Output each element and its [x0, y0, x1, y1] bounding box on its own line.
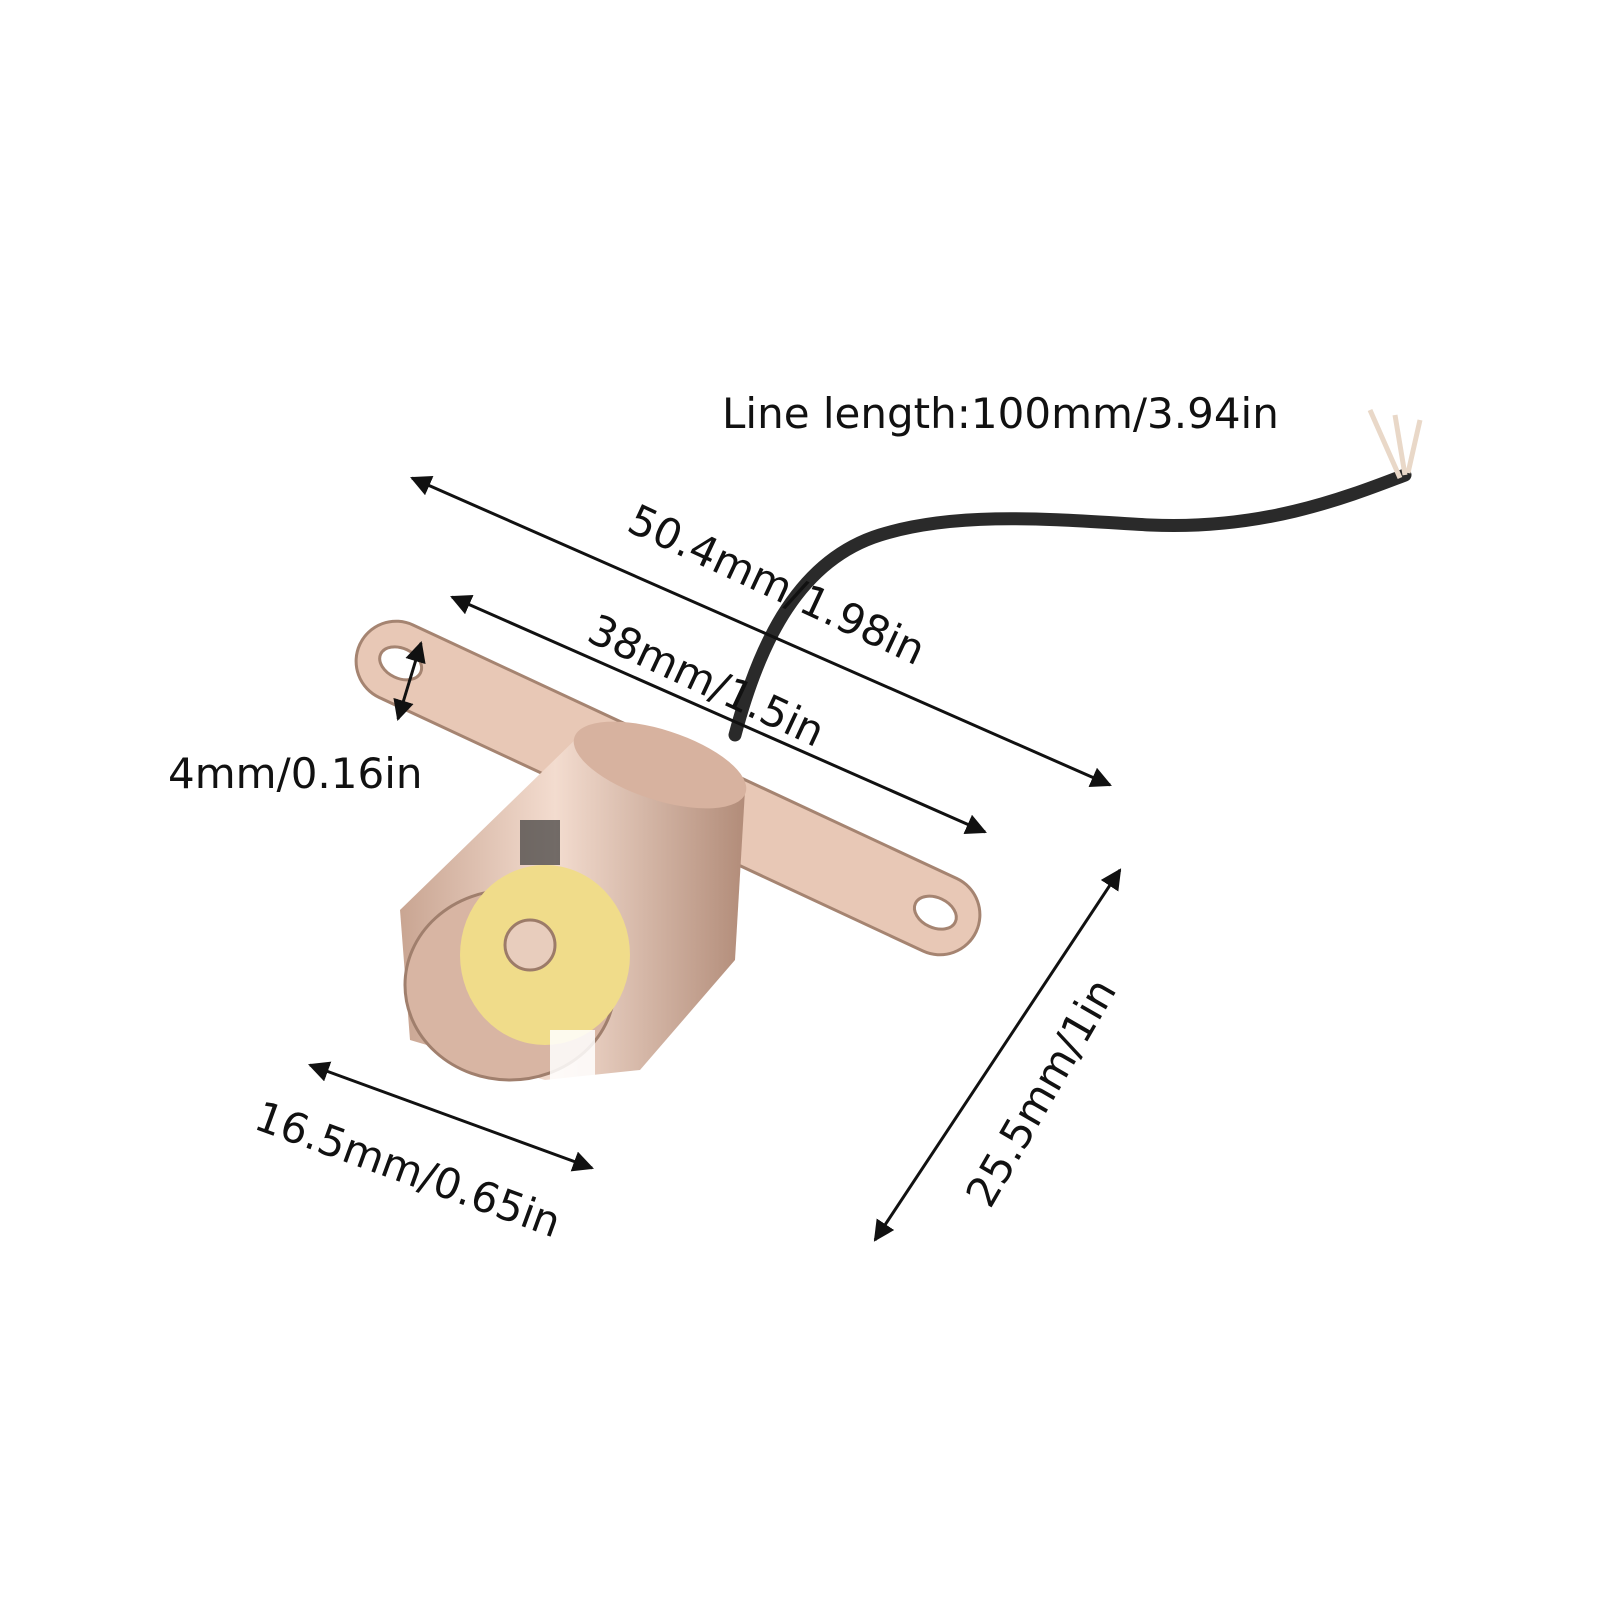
arrow-socket-diameter	[308, 1061, 594, 1172]
label-line-length: Line length:100mm/3.94in	[722, 389, 1279, 438]
arrow-hole-spacing	[450, 595, 987, 834]
arrow-hole-width	[393, 640, 426, 722]
wire-stripped-end-icon	[1367, 408, 1423, 480]
arrow-height	[873, 868, 1122, 1242]
bulb-socket	[400, 721, 747, 1085]
label-height: 25.5mm/1in	[956, 970, 1126, 1215]
label-socket-diameter: 16.5mm/0.65in	[249, 1091, 568, 1247]
contact-pin	[503, 918, 557, 972]
label-hole-width: 4mm/0.16in	[168, 749, 423, 798]
